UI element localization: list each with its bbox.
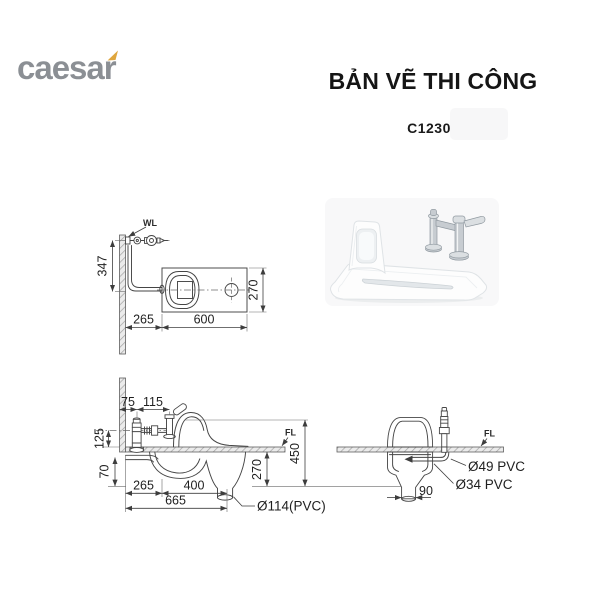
wall-side-view: [119, 377, 126, 453]
floor-end-view: [336, 446, 504, 453]
dim-400: 400: [184, 478, 205, 492]
water-line-label: WL: [143, 218, 157, 228]
model-number: C1230: [407, 120, 451, 136]
end-view-annotations: FL Ø49 PVC Ø34 PVC 90: [387, 429, 525, 501]
dim-115: 115: [143, 395, 163, 409]
flow-arrow: [404, 455, 413, 463]
dim-347: 347: [96, 256, 110, 277]
drain-outlet-side: [216, 494, 234, 501]
caesar-logo: caesar: [17, 49, 117, 86]
dim-270-top: 270: [247, 280, 261, 301]
drain-outlet-end: [401, 495, 417, 502]
side-section-view: 75 115 125 70 265 400 665 270: [93, 377, 402, 514]
floor-side-view: [125, 446, 286, 453]
squat-pan-end-section: [387, 417, 434, 502]
squat-pan-top-view: [157, 267, 252, 313]
page-title: BẢN VẼ THI CÔNG: [328, 68, 538, 94]
dim-265-side: 265: [133, 478, 154, 492]
dim-265-top: 265: [133, 313, 154, 327]
drain-pipe-label: Ø114(PVC): [257, 499, 326, 514]
floor-line-label-end: FL: [484, 429, 495, 439]
dim-450: 450: [288, 443, 302, 464]
floor-line-label-side: FL: [285, 428, 296, 438]
dim-75: 75: [121, 395, 135, 409]
dim-600: 600: [194, 313, 215, 327]
model-shadow: [450, 108, 508, 140]
inlet-pipe-end-view: [404, 451, 450, 463]
top-view-dimensions: 347 265 600 270: [96, 240, 267, 332]
dim-665: 665: [165, 493, 186, 507]
end-section-view: FL Ø49 PVC Ø34 PVC 90: [336, 407, 525, 502]
supply-pipe-top-view: [127, 245, 163, 292]
flush-pipe-end-view: [438, 407, 450, 453]
section-views-drawing: 75 115 125 70 265 400 665 270: [93, 377, 525, 514]
product-photo: [325, 198, 499, 306]
squat-pan-photo: [330, 220, 488, 303]
flush-pipe-label: Ø49 PVC: [468, 459, 525, 474]
flush-valve-photo: [425, 209, 486, 261]
dim-90: 90: [419, 484, 433, 498]
inlet-pipe-label: Ø34 PVC: [456, 477, 513, 492]
wall-top-view: [119, 234, 126, 355]
water-line-callout: WL: [128, 218, 157, 237]
dim-125: 125: [93, 428, 107, 449]
top-view-drawing: WL: [96, 218, 267, 355]
dim-70: 70: [98, 465, 112, 479]
side-view-dimensions: 75 115 125 70 265 400 665 270: [93, 395, 402, 514]
logo-accent-icon: [107, 50, 118, 61]
flush-valve-side-view: [96, 403, 187, 453]
dim-270-side: 270: [250, 459, 264, 480]
flush-valve-top-view: [122, 235, 171, 246]
